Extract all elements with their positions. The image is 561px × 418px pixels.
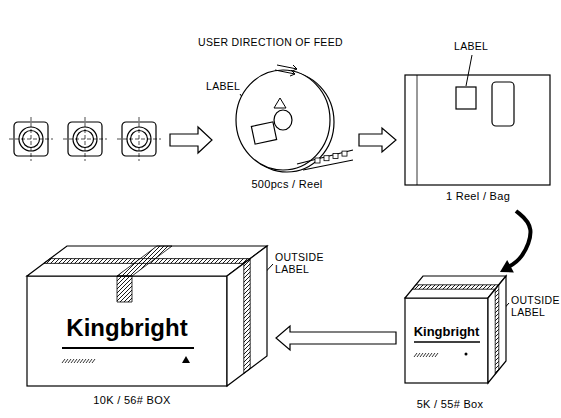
- node-shape: [400, 60, 556, 208]
- part-label: LABEL: [454, 41, 488, 53]
- quantity-caption: 500pcs / Reel: [251, 178, 322, 190]
- part-label: OUTSIDE LABEL: [275, 252, 321, 275]
- part-label: LABEL: [206, 81, 240, 93]
- package-node: 500pcs / Reel: [225, 60, 355, 196]
- flow-arrow: [359, 128, 396, 152]
- node-shape: [400, 268, 510, 416]
- led-components: [9, 117, 161, 161]
- package-node: Kingbright 5K / 55# Box: [400, 268, 510, 416]
- hatch-marks: [414, 353, 438, 357]
- node-shape: [225, 60, 355, 196]
- package-node: Kingbright 10K / 56# BOX: [22, 236, 272, 412]
- feed-direction-arrow: [275, 65, 297, 76]
- flow-arrow: [500, 211, 530, 272]
- tape-pockets: [315, 151, 347, 163]
- flow-arrow: [276, 326, 396, 350]
- quantity-caption: 10K / 56# BOX: [93, 394, 170, 406]
- leader-line: [466, 55, 472, 86]
- symbol: [182, 356, 190, 363]
- carton-box: [405, 276, 506, 383]
- part-label: OUTSIDE LABEL: [511, 295, 557, 318]
- bag: [405, 75, 550, 185]
- quantity-caption: 1 Reel / Bag: [446, 190, 510, 202]
- underline: [62, 347, 194, 349]
- package-node: 1 Reel / Bag: [400, 60, 556, 208]
- led-component: [63, 117, 107, 161]
- underline: [414, 341, 480, 343]
- brand-name: Kingbright: [66, 314, 187, 342]
- led-component: [117, 117, 161, 161]
- reel: [236, 70, 353, 172]
- brand-name: Kingbright: [414, 324, 480, 339]
- hatch-marks: [62, 359, 95, 363]
- carton-box: [27, 246, 267, 386]
- dot: [465, 353, 468, 356]
- flow-arrow: [170, 127, 212, 153]
- quantity-caption: 5K / 55# Box: [417, 398, 484, 410]
- led-component: [9, 117, 53, 161]
- direction-note: USER DIRECTION OF FEED: [198, 37, 343, 49]
